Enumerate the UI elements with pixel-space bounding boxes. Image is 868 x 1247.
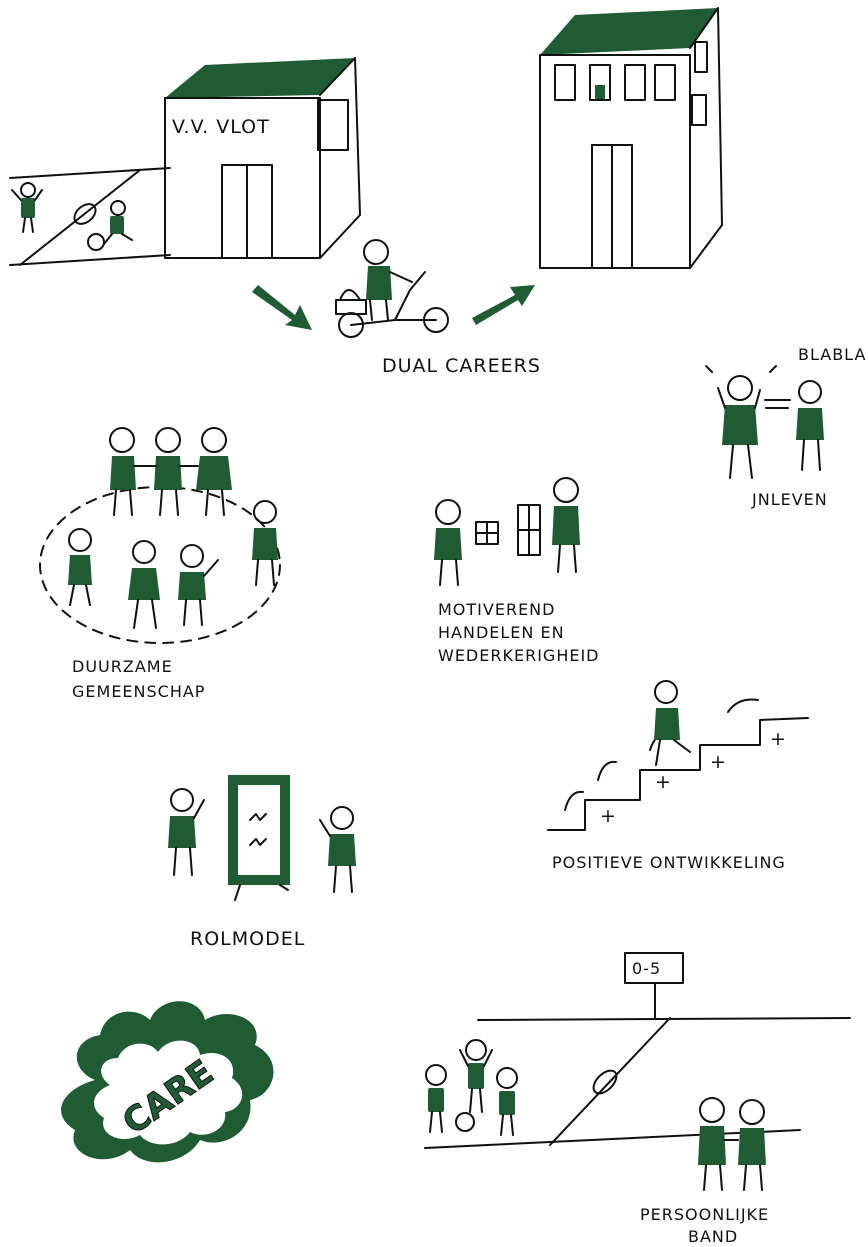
speech-text: BLABLA <box>798 345 866 364</box>
person-icon <box>133 427 199 516</box>
club-scene: V.V. VLOT <box>9 57 361 266</box>
person-icon <box>698 1097 726 1191</box>
person-icon <box>128 540 160 629</box>
player-icon <box>11 182 43 233</box>
player-icon <box>459 1039 493 1113</box>
positieve-label: POSITIEVE ONTWIKKELING <box>552 853 786 872</box>
motiverend-scene: MOTIVEREND HANDELEN EN WEDERKERIGHEID <box>434 477 600 665</box>
positieve-scene: + + + + POSITIEVE ONTWIKKELING <box>547 680 809 872</box>
motiverend-line-1: MOTIVEREND <box>438 600 555 619</box>
band-line-2: BAND <box>688 1227 738 1246</box>
player-icon <box>496 1067 518 1136</box>
person-icon <box>723 1099 766 1191</box>
player-icon <box>425 1064 447 1133</box>
plus-icon: + <box>710 751 727 773</box>
plus-icon: + <box>770 728 787 750</box>
care-badge: CARE <box>61 1001 274 1163</box>
rolmodel-scene: ROLMODEL <box>168 775 356 950</box>
motiverend-line-3: WEDERKERIGHEID <box>438 646 600 665</box>
person-icon <box>196 427 232 516</box>
club-sign: V.V. VLOT <box>172 116 270 138</box>
band-scene: 0-5 PERSOONLIJKE <box>424 952 851 1246</box>
rolmodel-label: ROLMODEL <box>190 928 305 950</box>
inleven-scene: BLABLA JNLEVEN <box>705 345 866 509</box>
gemeenschap-scene: DUURZAME GEMEENSCHAP <box>39 427 281 701</box>
player-icon <box>103 200 133 245</box>
arrow-icon <box>472 285 535 325</box>
person-icon <box>68 528 92 606</box>
gemeenschap-line-2: GEMEENSCHAP <box>72 682 205 701</box>
football-icon <box>87 233 105 251</box>
dual-careers-label: DUAL CAREERS <box>382 355 541 377</box>
gemeenschap-line-1: DUURZAME <box>72 657 173 676</box>
office-building <box>539 7 723 269</box>
dual-careers-scene: DUAL CAREERS <box>252 239 541 377</box>
football-icon <box>455 1112 475 1132</box>
person-icon <box>178 544 219 626</box>
scoreboard-score: 0-5 <box>632 959 661 978</box>
arrow-icon <box>252 285 312 330</box>
plus-icon: + <box>655 771 672 793</box>
band-line-1: PERSOONLIJKE <box>640 1205 769 1224</box>
plus-icon: + <box>600 805 617 827</box>
person-icon <box>252 500 278 586</box>
motiverend-line-2: HANDELEN EN <box>438 623 565 642</box>
person-icon <box>109 427 136 516</box>
inleven-label: JNLEVEN <box>751 490 828 509</box>
